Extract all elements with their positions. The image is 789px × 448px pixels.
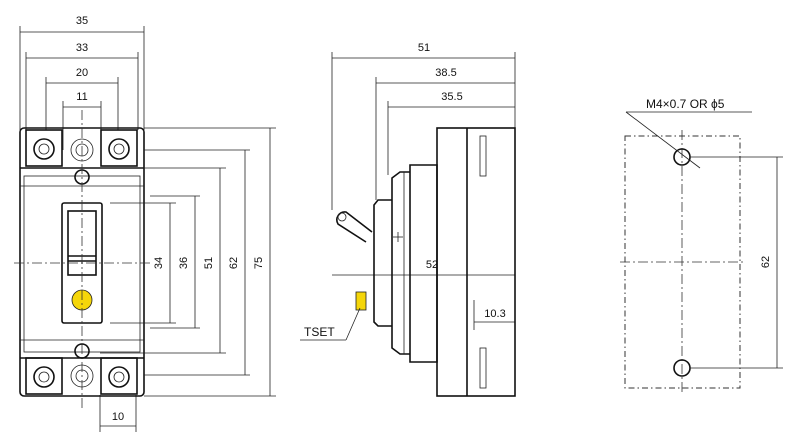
side-view: 51 38.5 35.5 52 10.3 TSET	[300, 42, 516, 397]
dim-11: 11	[76, 91, 87, 103]
dim-10-3: 10.3	[484, 308, 505, 320]
dim-10: 10	[112, 411, 124, 423]
dim-20: 20	[76, 67, 88, 79]
dim-62-mount: 62	[760, 256, 772, 268]
dim-35-5: 35.5	[441, 91, 462, 103]
dim-75: 75	[253, 257, 265, 269]
dim-38-5: 38.5	[435, 67, 456, 79]
hole-callout: M4×0.7 OR ϕ5	[646, 97, 725, 111]
dim-33: 33	[76, 42, 88, 54]
dim-51-side: 51	[418, 42, 430, 54]
dim-35: 35	[76, 15, 88, 27]
dim-36: 36	[178, 257, 190, 269]
dim-52: 52	[426, 259, 438, 271]
front-view: 35 33 20 11 10	[14, 15, 276, 432]
dim-51: 51	[203, 257, 215, 269]
top-terminals	[25, 129, 138, 185]
dim-62: 62	[228, 257, 240, 269]
mounting-view: M4×0.7 OR ϕ5 62	[620, 97, 783, 394]
dim-34: 34	[153, 257, 165, 269]
tset-label: TSET	[304, 325, 335, 339]
tset-button	[355, 291, 367, 311]
bottom-terminals	[25, 343, 138, 395]
